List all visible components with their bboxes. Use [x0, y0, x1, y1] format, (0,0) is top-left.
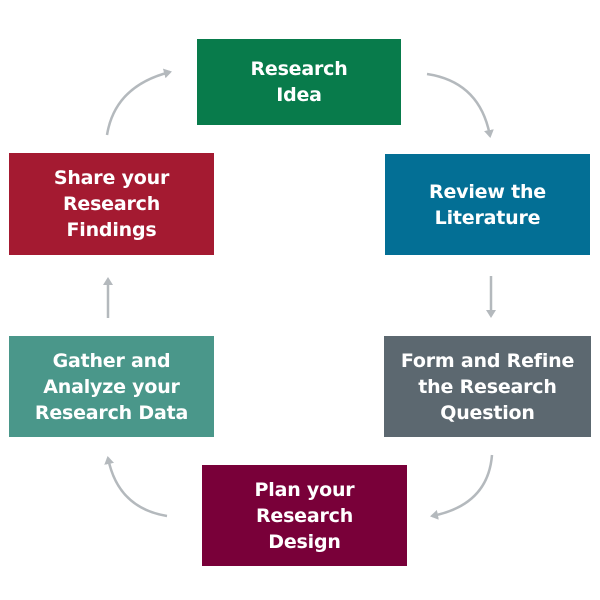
step-gather-analyze-data: Gather and Analyze your Research Data	[9, 336, 214, 437]
step-share-findings: Share your Research Findings	[9, 153, 214, 255]
step-label: Review the Literature	[429, 180, 546, 229]
arrow-design-to-data	[104, 456, 168, 518]
arrow-idea-to-literature	[426, 72, 494, 138]
step-plan-research-design: Plan your Research Design	[202, 465, 407, 566]
step-review-literature: Review the Literature	[385, 154, 590, 255]
step-label: Research Idea	[250, 58, 348, 106]
step-label: Plan your Research Design	[254, 478, 355, 553]
arrow-question-to-design	[430, 454, 494, 520]
step-research-idea: Research Idea	[197, 39, 401, 125]
step-form-refine-question: Form and Refine the Research Question	[384, 336, 591, 437]
step-label: Form and Refine the Research Question	[400, 349, 575, 424]
step-label: Gather and Analyze your Research Data	[34, 349, 189, 424]
step-label: Share your Research Findings	[53, 167, 170, 241]
arrow-findings-to-idea	[105, 68, 172, 136]
